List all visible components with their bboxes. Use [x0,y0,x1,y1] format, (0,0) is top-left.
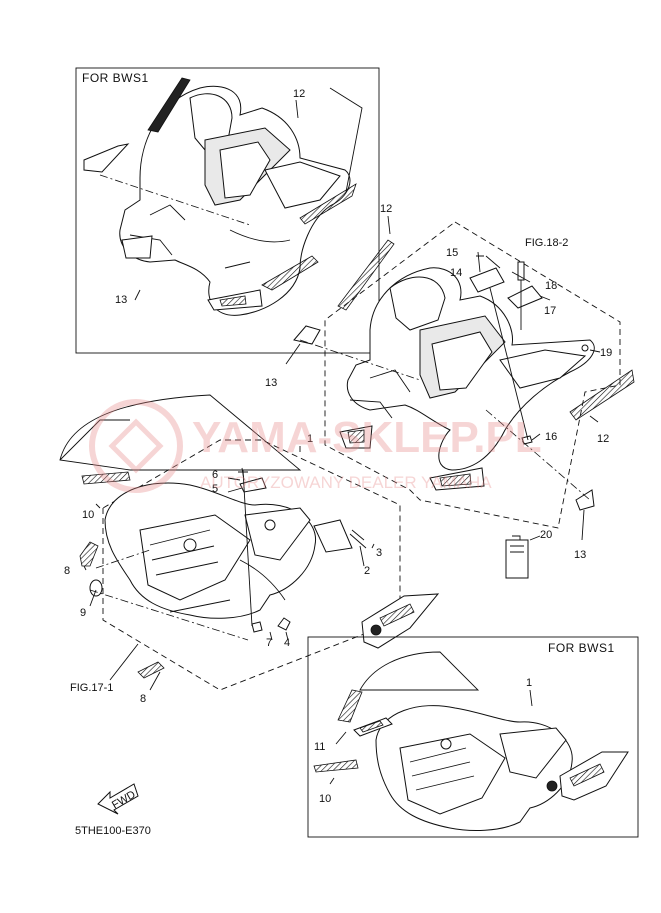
decal-12-mid [337,239,395,311]
top-left-variant-box: FOR BWS1 12 13 [75,67,380,354]
ref-fig-17-1: FIG.17-1 [70,682,113,694]
emblem-13-right [575,489,595,511]
callout-3: 3 [376,547,382,559]
rear-fender-bws1 [119,85,351,316]
front-decal-outline [59,394,302,471]
part-14-pad [469,267,505,293]
decal-12-right [569,369,635,421]
fwd-arrow: FWD [97,783,139,815]
callout-17: 17 [544,305,556,317]
front-fender-assembly: 1 6 5 10 3 2 8 9 7 4 FIG.17-1 8 [59,394,440,705]
part-20-group: 20 [505,529,552,579]
diagram-code: 5THE100-E370 [75,825,151,837]
callout-7: 7 [266,637,272,649]
decal-11-upper [337,689,363,723]
decal-12-box-right [299,183,357,225]
callout-20: 20 [540,529,552,541]
decal-12-box-left [147,77,191,133]
callout-18: 18 [545,280,557,292]
callout-10-box: 10 [319,793,331,805]
callout-10-main: 10 [82,509,94,521]
callout-13-right: 13 [574,549,586,561]
emblem-13-box-lower [121,235,153,259]
callout-8-upper: 8 [64,565,70,577]
top-left-box-label: FOR BWS1 [82,71,149,85]
callout-5: 5 [212,483,218,495]
callout-12-mid: 12 [380,203,392,215]
callout-1-box: 1 [526,677,532,689]
callout-13-mid: 13 [265,377,277,389]
watermark-tagline: AUTORYZOWANY DEALER YAMAHA [200,473,492,492]
decal-8-lower [137,661,165,679]
bottom-right-box-label: FOR BWS1 [548,641,615,655]
part-4-clip [277,617,291,631]
callout-12-right: 12 [597,433,609,445]
fwd-label: FWD [110,789,138,812]
emblem-13-mid [293,325,321,345]
callout-6: 6 [212,469,218,481]
part-19-clip [581,344,589,352]
ref-fig-18-2: FIG.18-2 [525,237,568,249]
callout-14: 14 [450,267,462,279]
front-fender-standard [104,482,316,619]
rear-fender-standard [339,267,595,491]
watermark-logo [89,399,183,493]
callout-16: 16 [545,431,557,443]
dealer-watermark: YAMA-SKLEP.PL AUTORYZOWANY DEALER YAMAHA [89,399,542,493]
callout-13-box: 13 [115,294,127,306]
part-3-bolt [349,529,367,549]
callout-11: 11 [314,741,325,753]
rear-fender-assembly: FIG.18-2 12 [265,203,635,561]
callout-8-lower: 8 [140,693,146,705]
callout-12-box: 12 [293,88,305,100]
part-7-rivet [251,621,263,633]
bottom-right-variant-box: FOR BWS1 1 11 10 [307,636,639,838]
part-2-plate [313,519,353,553]
part-5-pad [239,477,267,493]
emblem-9 [89,579,103,597]
decal-12-box-lower [261,255,319,291]
emblem-13-box-left [83,143,130,173]
decal-10-main [81,471,131,485]
callout-1-main: 1 [307,433,313,445]
callout-9: 9 [80,607,86,619]
watermark-brand: YAMA-SKLEP.PL [192,413,542,462]
part-17-pad [507,285,543,309]
decal-8-upper [79,541,99,567]
callout-4: 4 [284,637,290,649]
callout-19: 19 [600,347,612,359]
front-fender-bws1 [359,651,629,831]
callout-2: 2 [364,565,370,577]
part-20-label [505,539,529,579]
callout-15: 15 [446,247,458,259]
decal-10-box [313,759,359,773]
